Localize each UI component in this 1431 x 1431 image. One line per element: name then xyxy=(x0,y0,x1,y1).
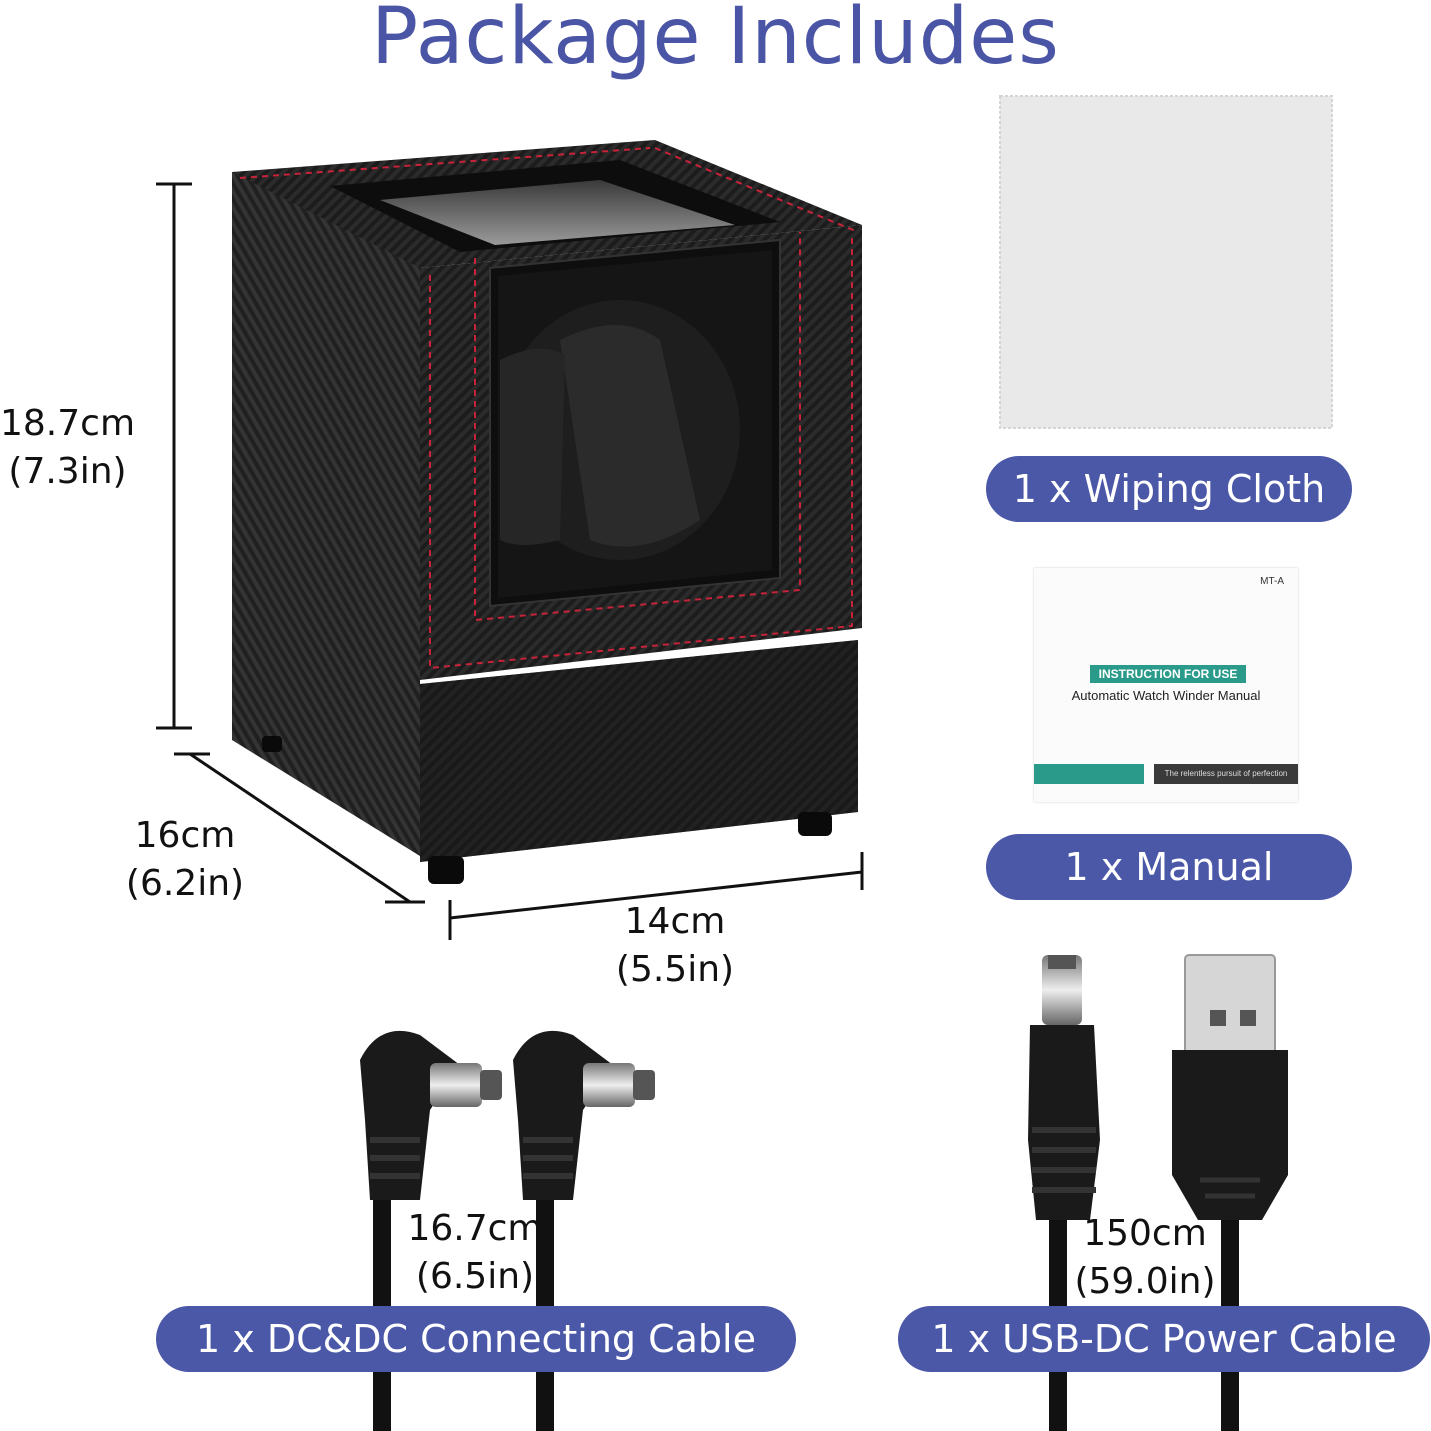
height-in: (7.3in) xyxy=(8,451,127,492)
manual-footer: The relentless pursuit of perfection xyxy=(1154,764,1298,784)
usb-length-label: 150cm (59.0in) xyxy=(1070,1210,1220,1306)
wiping-cloth xyxy=(999,95,1333,429)
manual-cover: MT-A INSTRUCTION FOR USE Automatic Watch… xyxy=(1034,568,1298,802)
manual-label: 1 x Manual xyxy=(986,834,1352,900)
depth-cm: 16cm xyxy=(134,815,236,856)
manual-teal-band xyxy=(1034,764,1144,784)
manual-subtitle: Automatic Watch Winder Manual xyxy=(1071,688,1261,703)
manual-badge: INSTRUCTION FOR USE xyxy=(1090,665,1246,683)
depth-label: 16cm (6.2in) xyxy=(110,812,260,908)
usb-length-cm: 150cm xyxy=(1083,1213,1207,1254)
depth-in: (6.2in) xyxy=(125,863,245,904)
dc-length-in: (6.5in) xyxy=(415,1256,535,1297)
height-cm: 18.7cm xyxy=(0,403,136,444)
width-cm: 14cm xyxy=(624,901,726,942)
height-label: 18.7cm (7.3in) xyxy=(0,400,135,496)
dc-cable-label: 1 x DC&DC Connecting Cable xyxy=(156,1306,796,1372)
usb-cable-label: 1 x USB-DC Power Cable xyxy=(898,1306,1430,1372)
dimension-lines xyxy=(156,182,864,940)
width-label: 14cm (5.5in) xyxy=(595,898,755,994)
manual-code: MT-A xyxy=(1260,576,1284,587)
usb-length-in: (59.0in) xyxy=(1074,1261,1216,1302)
dc-length-cm: 16.7cm xyxy=(407,1208,543,1249)
cloth-label: 1 x Wiping Cloth xyxy=(986,456,1352,522)
width-in: (5.5in) xyxy=(615,949,735,990)
page-title: Package Includes xyxy=(371,0,1060,82)
dc-length-label: 16.7cm (6.5in) xyxy=(400,1205,550,1301)
watch-winder-box xyxy=(232,140,862,884)
